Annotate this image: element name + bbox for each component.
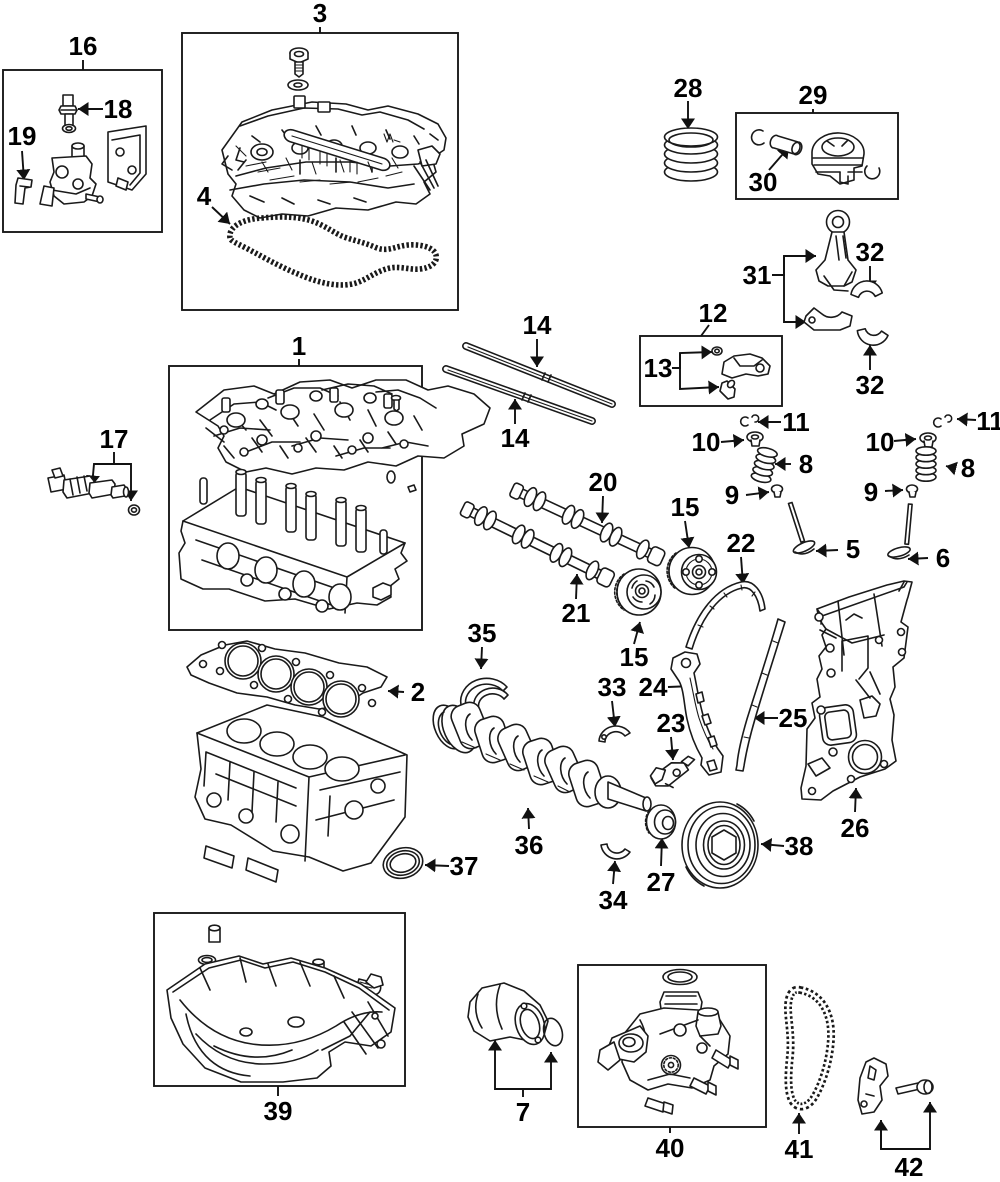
svg-text:25: 25 xyxy=(779,703,808,733)
svg-text:13: 13 xyxy=(644,353,673,383)
svg-text:33: 33 xyxy=(598,672,627,702)
svg-text:27: 27 xyxy=(647,867,676,897)
svg-text:41: 41 xyxy=(785,1134,814,1164)
svg-text:23: 23 xyxy=(657,708,686,738)
svg-text:14: 14 xyxy=(501,423,530,453)
svg-text:42: 42 xyxy=(895,1152,924,1182)
svg-text:31: 31 xyxy=(743,260,772,290)
svg-text:39: 39 xyxy=(264,1096,293,1126)
svg-text:9: 9 xyxy=(725,480,739,510)
svg-text:5: 5 xyxy=(846,534,860,564)
svg-text:15: 15 xyxy=(671,492,700,522)
svg-text:40: 40 xyxy=(656,1133,685,1163)
svg-text:30: 30 xyxy=(749,167,778,197)
svg-text:1: 1 xyxy=(292,331,306,361)
svg-text:21: 21 xyxy=(562,598,591,628)
svg-text:10: 10 xyxy=(692,427,721,457)
svg-text:11: 11 xyxy=(782,407,810,437)
svg-text:22: 22 xyxy=(727,528,756,558)
svg-text:8: 8 xyxy=(961,453,975,483)
svg-text:17: 17 xyxy=(100,424,129,454)
svg-text:26: 26 xyxy=(841,813,870,843)
svg-text:2: 2 xyxy=(411,677,425,707)
svg-text:3: 3 xyxy=(313,0,327,28)
svg-text:24: 24 xyxy=(639,672,668,702)
svg-text:29: 29 xyxy=(799,80,828,110)
svg-text:18: 18 xyxy=(104,94,133,124)
svg-text:10: 10 xyxy=(866,427,895,457)
svg-text:12: 12 xyxy=(699,298,728,328)
svg-text:6: 6 xyxy=(936,543,950,573)
svg-text:32: 32 xyxy=(856,237,885,267)
svg-text:20: 20 xyxy=(589,467,618,497)
svg-text:34: 34 xyxy=(599,885,628,915)
svg-text:7: 7 xyxy=(516,1097,530,1127)
svg-text:8: 8 xyxy=(799,449,813,479)
svg-text:15: 15 xyxy=(620,642,649,672)
svg-text:19: 19 xyxy=(8,121,37,151)
svg-text:35: 35 xyxy=(468,618,497,648)
svg-text:9: 9 xyxy=(864,477,878,507)
svg-text:4: 4 xyxy=(197,181,212,211)
svg-text:14: 14 xyxy=(523,310,552,340)
svg-text:37: 37 xyxy=(450,851,479,881)
svg-text:28: 28 xyxy=(674,73,703,103)
svg-text:36: 36 xyxy=(515,830,544,860)
svg-text:11: 11 xyxy=(976,406,1000,436)
svg-text:38: 38 xyxy=(785,831,814,861)
svg-text:32: 32 xyxy=(856,370,885,400)
svg-text:16: 16 xyxy=(69,31,98,61)
